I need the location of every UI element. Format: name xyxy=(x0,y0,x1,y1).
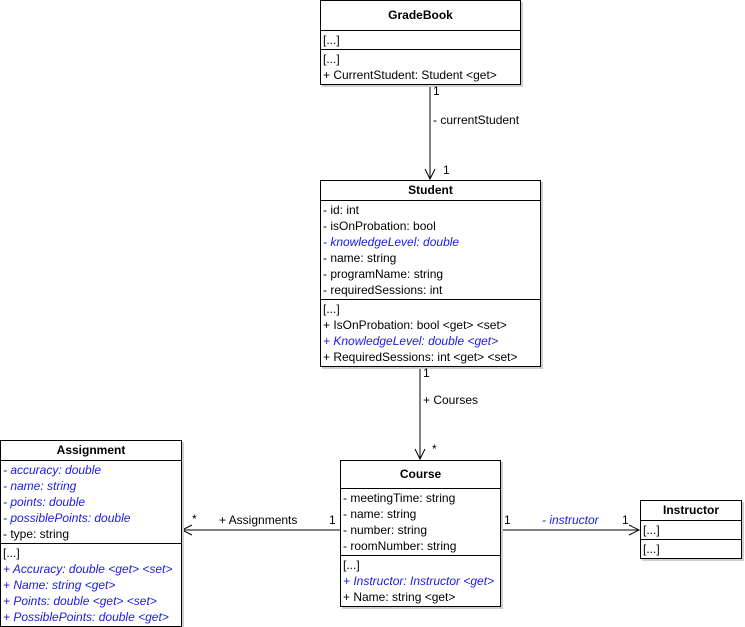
class-course[interactable]: Course - meetingTime: string - name: stri… xyxy=(340,460,501,607)
class-name: Assignment xyxy=(1,441,181,461)
operations-section: [...] + IsOnProbation: bool <get> <set> + … xyxy=(321,299,540,366)
operation-row: + Name: string <get> xyxy=(343,590,456,604)
operations-section: [...] xyxy=(641,539,741,558)
class-name: Instructor xyxy=(641,501,741,521)
attribute-row: - meetingTime: string xyxy=(343,491,456,505)
attribute-row: - knowledgeLevel: double xyxy=(323,235,460,249)
operation-row: + IsOnProbation: bool <get> <set> xyxy=(323,318,507,332)
role-courses: + Courses xyxy=(423,393,479,407)
attributes-section: - id: int - isOnProbation: bool - knowledg… xyxy=(321,201,540,299)
class-name: Student xyxy=(321,181,540,201)
attribute-row: - name: string xyxy=(343,507,417,521)
class-gradebook[interactable]: GradeBook [...] [...] + CurrentStudent: S… xyxy=(320,0,521,85)
attribute-row: [...] xyxy=(323,33,340,47)
operations-section: [...] + CurrentStudent: Student <get> xyxy=(321,49,520,84)
attribute-row: - points: double xyxy=(3,495,86,509)
operations-section: [...] + Accuracy: double <get> <set> + Nam… xyxy=(1,543,181,626)
attribute-row: - name: string xyxy=(323,251,397,265)
attribute-row: - type: string xyxy=(3,527,70,541)
operation-row: + Points: double <get> <set> xyxy=(3,594,157,608)
operation-row: [...] xyxy=(323,52,340,66)
operation-row: + PossiblePoints: double <get> xyxy=(3,610,169,624)
attributes-section: - meetingTime: string - name: string - num… xyxy=(341,489,500,555)
multiplicity-student-end: 1 xyxy=(443,163,450,177)
arrowhead-icon xyxy=(180,524,193,536)
attributes-section: [...] xyxy=(321,31,520,49)
operation-row: [...] xyxy=(323,302,340,316)
attribute-row: - requiredSessions: int xyxy=(323,283,443,297)
multiplicity-gradebook-end: 1 xyxy=(433,84,440,98)
attribute-row: - id: int xyxy=(323,203,360,217)
role-instructor: - instructor xyxy=(542,513,599,527)
class-name: Course xyxy=(341,461,500,489)
operation-row: + KnowledgeLevel: double <get> xyxy=(323,334,499,348)
class-instructor[interactable]: Instructor [...] [...] xyxy=(640,500,742,559)
multiplicity-assignments-end: * xyxy=(192,512,197,526)
attribute-row: - name: string xyxy=(3,479,77,493)
operation-row: + CurrentStudent: Student <get> xyxy=(323,68,497,82)
multiplicity-course-instructor-end: 1 xyxy=(504,513,511,527)
multiplicity-instructor-end: 1 xyxy=(622,513,629,527)
role-assignments: + Assignments xyxy=(219,513,298,527)
attributes-section: [...] xyxy=(641,521,741,539)
arrowhead-icon xyxy=(628,524,641,536)
role-current-student: - currentStudent xyxy=(433,113,520,127)
operation-row: [...] xyxy=(343,558,360,572)
attribute-row: - possiblePoints: double xyxy=(3,511,131,525)
association-course-assignment[interactable] xyxy=(180,524,340,536)
class-assignment[interactable]: Assignment - accuracy: double - name: str… xyxy=(0,440,182,627)
arrowhead-icon xyxy=(414,448,426,461)
association-gradebook-student[interactable] xyxy=(424,80,436,181)
association-course-instructor[interactable] xyxy=(501,524,641,536)
arrowhead-icon xyxy=(424,168,436,181)
attribute-row: - programName: string xyxy=(323,267,444,281)
attribute-row: - accuracy: double xyxy=(3,463,102,477)
multiplicity-course-assignments-end: 1 xyxy=(329,513,336,527)
class-name: GradeBook xyxy=(321,1,520,31)
operation-row: + Accuracy: double <get> <set> xyxy=(3,562,173,576)
operations-section: [...] + Instructor: Instructor <get> + Nam… xyxy=(341,555,500,606)
class-student[interactable]: Student - id: int- isOnProbation: bool- … xyxy=(320,180,541,367)
operation-row: [...] xyxy=(3,546,20,560)
attribute-row: - number: string xyxy=(343,523,428,537)
operation-row: + Name: string <get> xyxy=(3,578,116,592)
operation-row: + RequiredSessions: int <get> <set> xyxy=(323,350,518,364)
operation-row: + Instructor: Instructor <get> xyxy=(343,574,495,588)
association-student-course[interactable] xyxy=(414,361,426,461)
attribute-row: - roomNumber: string xyxy=(343,539,457,553)
multiplicity-courses-end: * xyxy=(432,442,437,456)
attributes-section: - accuracy: double - name: string - points… xyxy=(1,461,181,543)
multiplicity-student-courses-end: 1 xyxy=(423,366,430,380)
operation-row: [...] xyxy=(643,542,660,556)
attribute-row: - isOnProbation: bool xyxy=(323,219,436,233)
attribute-row: [...] xyxy=(643,523,660,537)
